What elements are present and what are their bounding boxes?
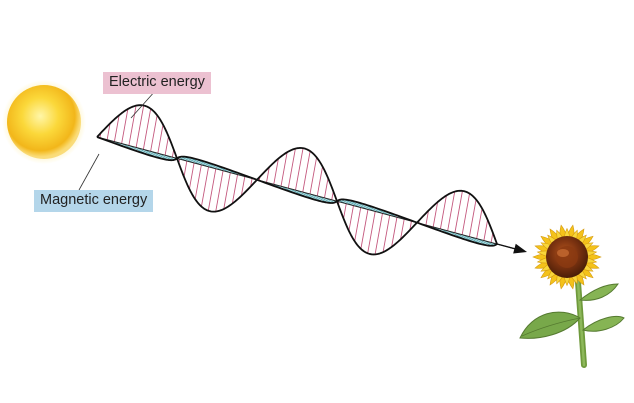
electric-leader-line	[130, 89, 157, 119]
propagation-axis	[96, 136, 518, 250]
sunflower-icon	[519, 224, 625, 368]
sun-icon	[2, 80, 86, 164]
wave	[96, 104, 527, 256]
magnetic-leader-line	[78, 153, 100, 191]
magnetic-energy-label: Magnetic energy	[34, 190, 154, 212]
wave-hatching	[99, 105, 497, 255]
arrow-head-icon	[513, 243, 527, 254]
electric-wave-outline	[96, 104, 498, 256]
magnetic-wave-outline	[96, 136, 498, 247]
electric-energy-label: Electric energy	[103, 72, 211, 94]
